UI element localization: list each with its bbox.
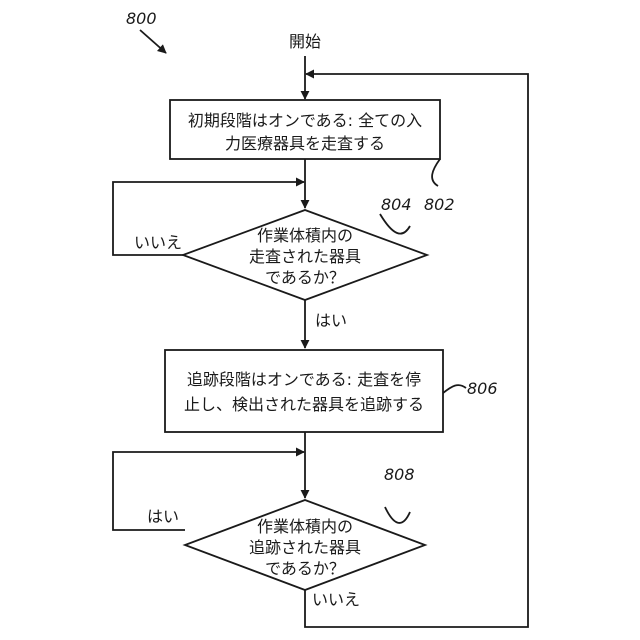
decision-804-line-1: 作業体積内の [257,226,353,245]
ref-808-leader [385,507,410,523]
decision-804-line-2: 走査された器具 [249,247,361,266]
decision-808-yes-label: はい [147,507,179,526]
start-label: 開始 [289,32,321,51]
step-802-line-1: 初期段階はオンである: 全ての入 [188,111,422,130]
ref-802: 802 [424,195,455,214]
decision-808-no-label: いいえ [312,590,360,609]
ref-804-leader [380,214,410,234]
ref-806-leader [443,385,466,393]
ref-804: 804 [381,195,412,214]
step-806-line-2: 止し、検出された器具を追跡する [184,395,424,414]
figure-number: 800 [126,9,157,28]
decision-808-line-1: 作業体積内の [257,517,353,536]
step-806-line-1: 追跡段階はオンである: 走査を停 [187,370,421,389]
decision-808-line-3: であるか？ [265,559,345,578]
ref-808: 808 [384,465,415,484]
decision-808-line-2: 追跡された器具 [249,538,361,557]
ref-806: 806 [467,379,498,398]
figure-pointer-arrow [140,30,166,53]
step-806-box [165,350,443,432]
decision-804-line-3: であるか？ [265,268,345,287]
decision-804-yes-label: はい [315,311,347,330]
decision-804-no-label: いいえ [134,233,182,252]
ref-802-leader [432,159,440,186]
step-802-line-2: 力医療器具を走査する [225,134,385,153]
